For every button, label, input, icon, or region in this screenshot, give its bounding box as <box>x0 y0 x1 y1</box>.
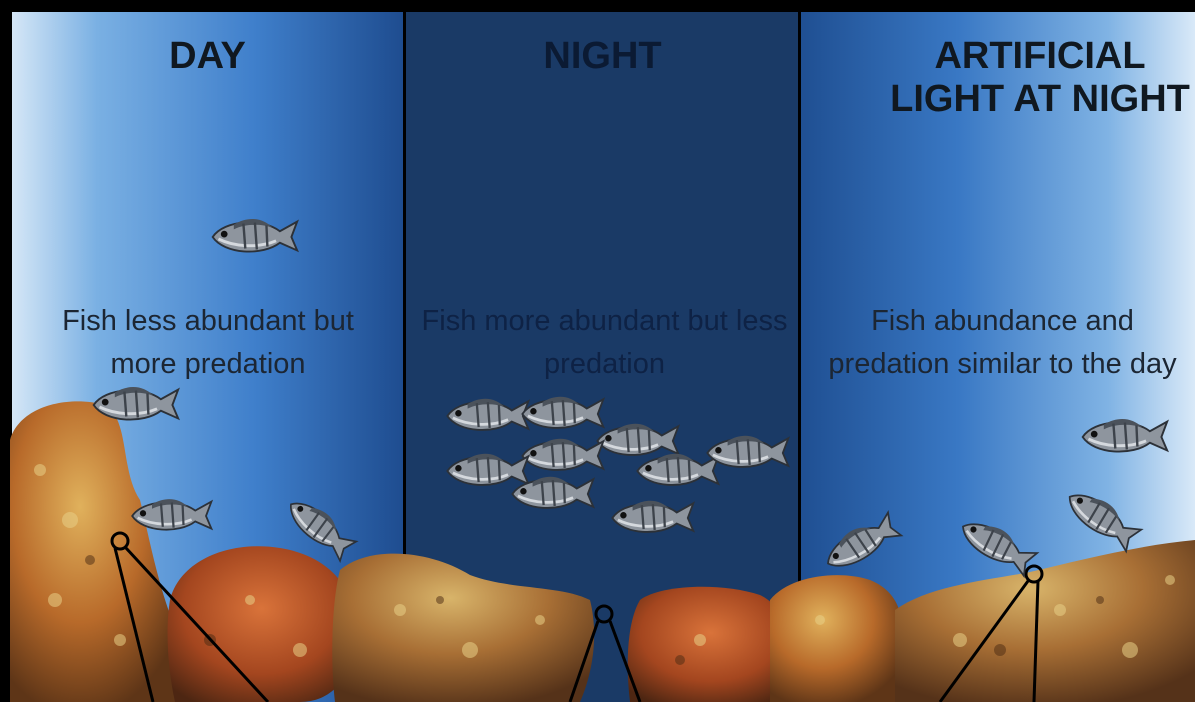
fish-icon <box>94 387 178 420</box>
fish-icon <box>522 439 603 470</box>
fish-icon <box>820 510 902 575</box>
fish-icon <box>637 454 718 485</box>
fish-icon <box>1083 419 1167 452</box>
fish-icon <box>612 501 693 532</box>
rock-right-mound <box>770 575 902 702</box>
rock-right-wide <box>895 540 1195 702</box>
fish-icon <box>447 454 528 485</box>
rock-center-right <box>628 587 794 702</box>
fish-icon <box>956 512 1038 577</box>
rock-center-left <box>332 554 594 702</box>
fish-icon <box>132 499 211 530</box>
fish-icon <box>213 219 297 252</box>
fish-icon <box>597 424 678 455</box>
rock-left-pillar <box>10 401 185 702</box>
fish-icon <box>1062 483 1143 552</box>
fish-icon <box>447 399 528 430</box>
fish-icon <box>707 436 788 467</box>
fish-icon <box>522 397 603 428</box>
